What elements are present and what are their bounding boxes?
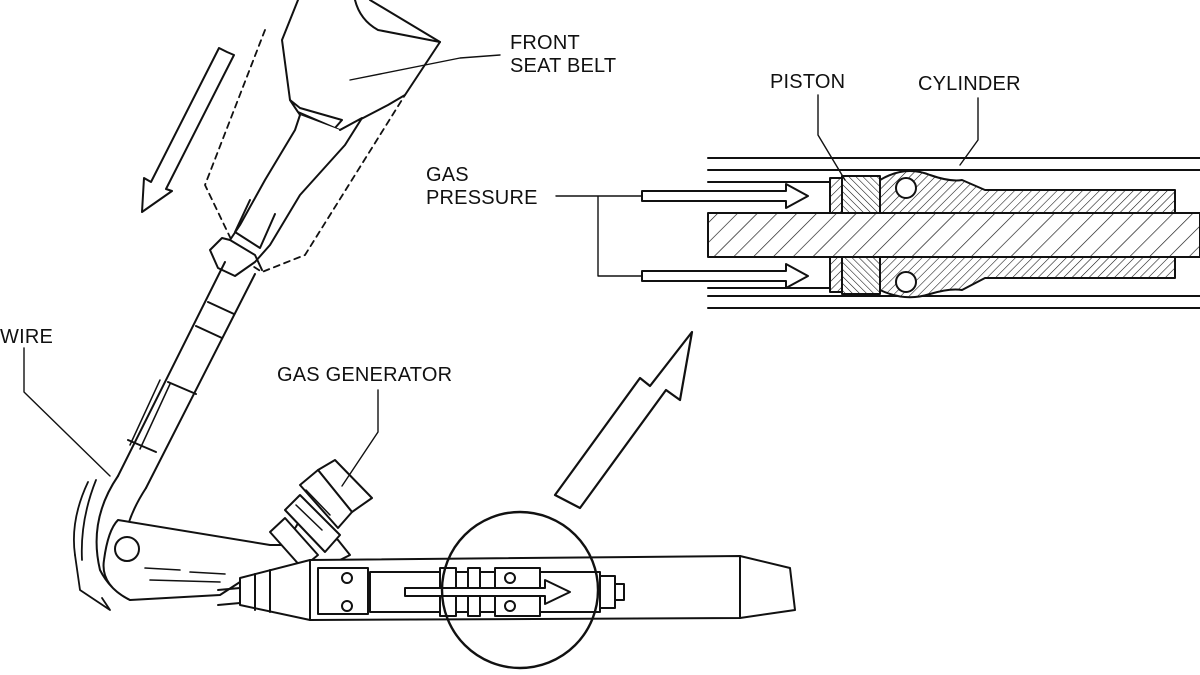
- belt-tube: [117, 261, 256, 489]
- label-gas-generator: GAS GENERATOR: [277, 364, 453, 386]
- label-wire: WIRE: [0, 326, 54, 348]
- leader-wire: [23, 347, 111, 477]
- detail-cylinder-upper: [829, 170, 1176, 214]
- detail-piston-lower: [841, 256, 881, 295]
- leader-piston: [817, 94, 846, 181]
- anchor-pivot: [114, 536, 140, 562]
- buckle-stalk: [209, 114, 363, 277]
- detail-cylinder-lower: [829, 256, 1176, 299]
- detail-callout-arrow: [553, 330, 694, 510]
- piston-motion-arrow: [404, 579, 571, 605]
- leader-gas-generator: [341, 389, 379, 487]
- leader-gas-pressure: [555, 195, 643, 277]
- gas-pressure-arrow-upper: [641, 183, 809, 209]
- label-cylinder: CYLINDER: [918, 73, 1021, 95]
- leader-cylinder: [959, 97, 979, 166]
- detail-piston-upper: [841, 175, 881, 214]
- label-piston: PISTON: [770, 71, 846, 93]
- cylinder-detail-section: [641, 157, 1200, 309]
- detail-shaft: [707, 212, 1200, 258]
- detail-ball-lower: [895, 271, 917, 293]
- pull-direction-arrow: [141, 47, 235, 213]
- gas-generator-part: [269, 459, 373, 569]
- buckle-outline-dashed: [204, 29, 406, 273]
- gas-pressure-arrow-lower: [641, 263, 809, 289]
- detail-magnifier-circle: [440, 510, 600, 670]
- pretensioner-cylinder: [217, 555, 796, 621]
- label-gas-pressure: GAS PRESSURE: [426, 164, 538, 209]
- leader-front-seat-belt: [349, 54, 501, 81]
- label-front-seat-belt: FRONT SEAT BELT: [510, 32, 617, 77]
- detail-ball-upper: [895, 177, 917, 199]
